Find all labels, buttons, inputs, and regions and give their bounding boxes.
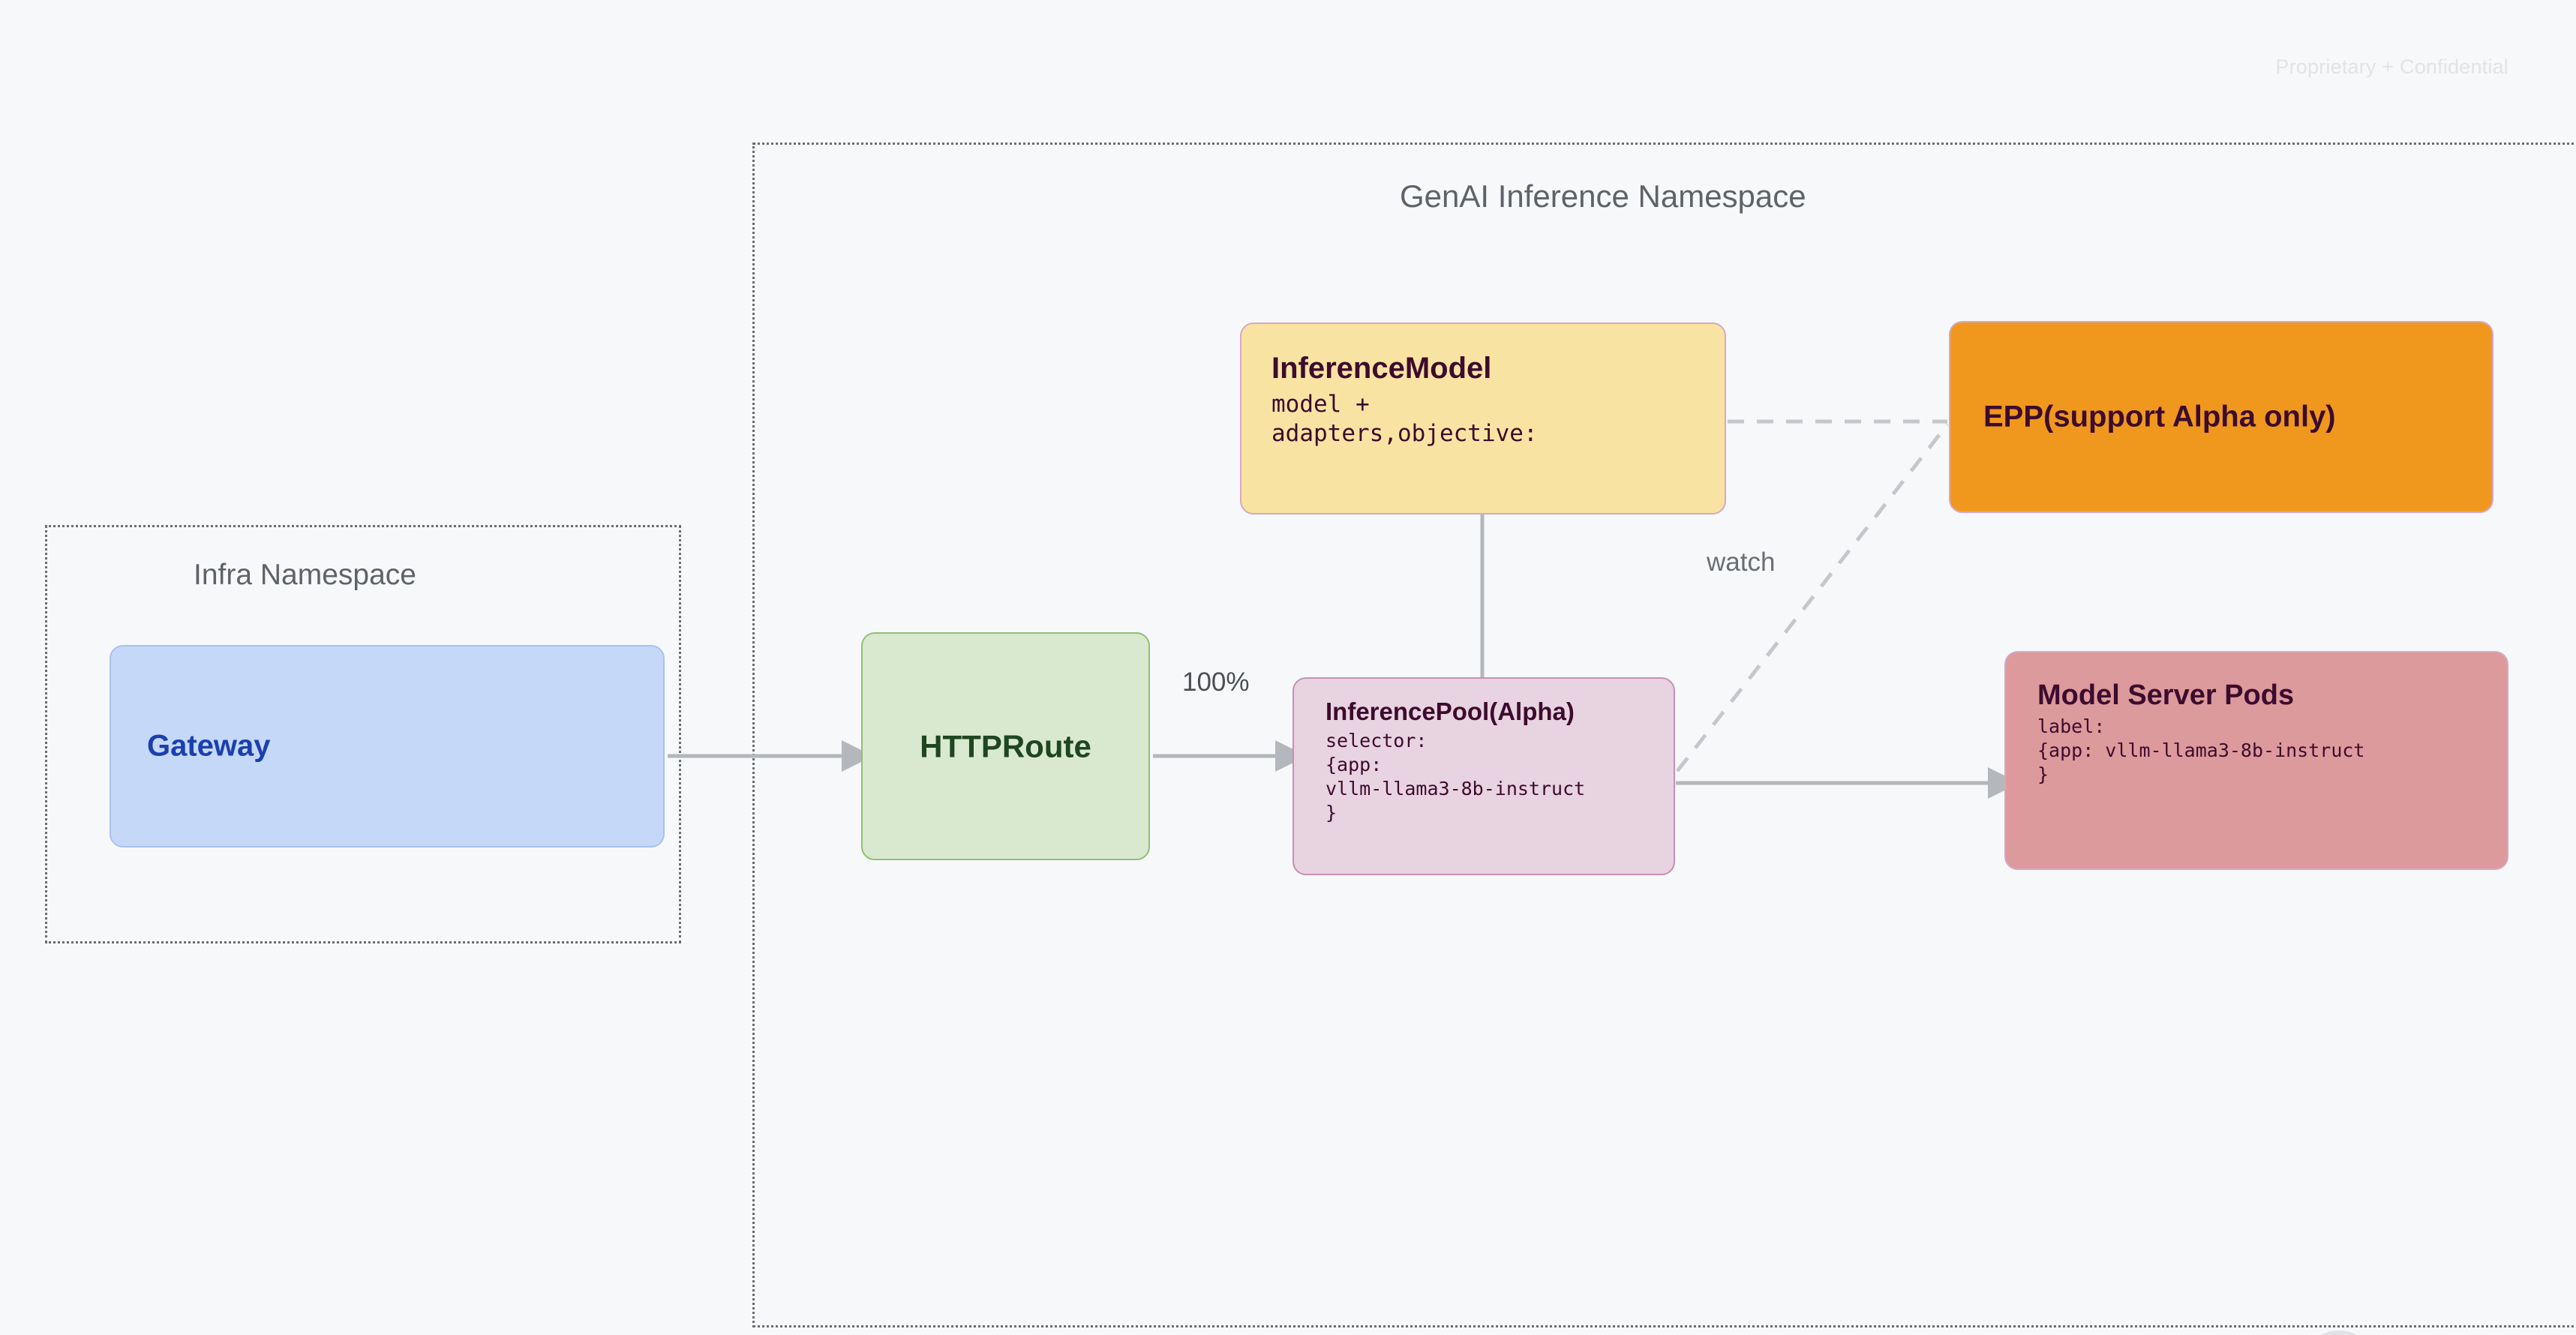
node-epp-title: EPP(support Alpha only) bbox=[1983, 400, 2336, 434]
node-inferencemodel[interactable]: InferenceModel model + adapters,objectiv… bbox=[1240, 322, 1726, 514]
confidential-watermark: Proprietary + Confidential bbox=[2275, 56, 2508, 78]
node-epp[interactable]: EPP(support Alpha only) bbox=[1949, 321, 2493, 513]
node-model-server-pods-subtitle: label: {app: vllm-llama3-8b-instruct } bbox=[2037, 715, 2365, 785]
node-inferencemodel-subtitle: model + adapters,objective: bbox=[1271, 390, 1538, 448]
namespace-genai-title: GenAI Inference Namespace bbox=[1400, 178, 1806, 214]
edge-label-traffic-split: 100% bbox=[1182, 668, 1250, 697]
node-model-server-pods-title: Model Server Pods bbox=[2037, 680, 2295, 711]
node-inferencemodel-title: InferenceModel bbox=[1271, 352, 1492, 385]
node-inferencepool-title: InferencePool(Alpha) bbox=[1326, 698, 1575, 725]
node-model-server-pods[interactable]: Model Server Pods label: {app: vllm-llam… bbox=[2004, 651, 2508, 870]
node-httproute[interactable]: HTTPRoute bbox=[861, 632, 1150, 860]
node-gateway[interactable]: Gateway bbox=[110, 645, 665, 848]
namespace-genai bbox=[752, 142, 2576, 1328]
node-inferencepool[interactable]: InferencePool(Alpha) selector: {app: vll… bbox=[1293, 677, 1675, 875]
node-httproute-title: HTTPRoute bbox=[920, 728, 1091, 764]
node-gateway-title: Gateway bbox=[147, 729, 271, 763]
corner-logo-icon bbox=[2321, 1330, 2357, 1335]
namespace-infra-title: Infra Namespace bbox=[194, 559, 416, 591]
node-inferencepool-subtitle: selector: {app: vllm-llama3-8b-instruct … bbox=[1326, 729, 1586, 824]
namespace-infra bbox=[45, 525, 681, 944]
edge-label-watch: watch bbox=[1707, 548, 1776, 577]
